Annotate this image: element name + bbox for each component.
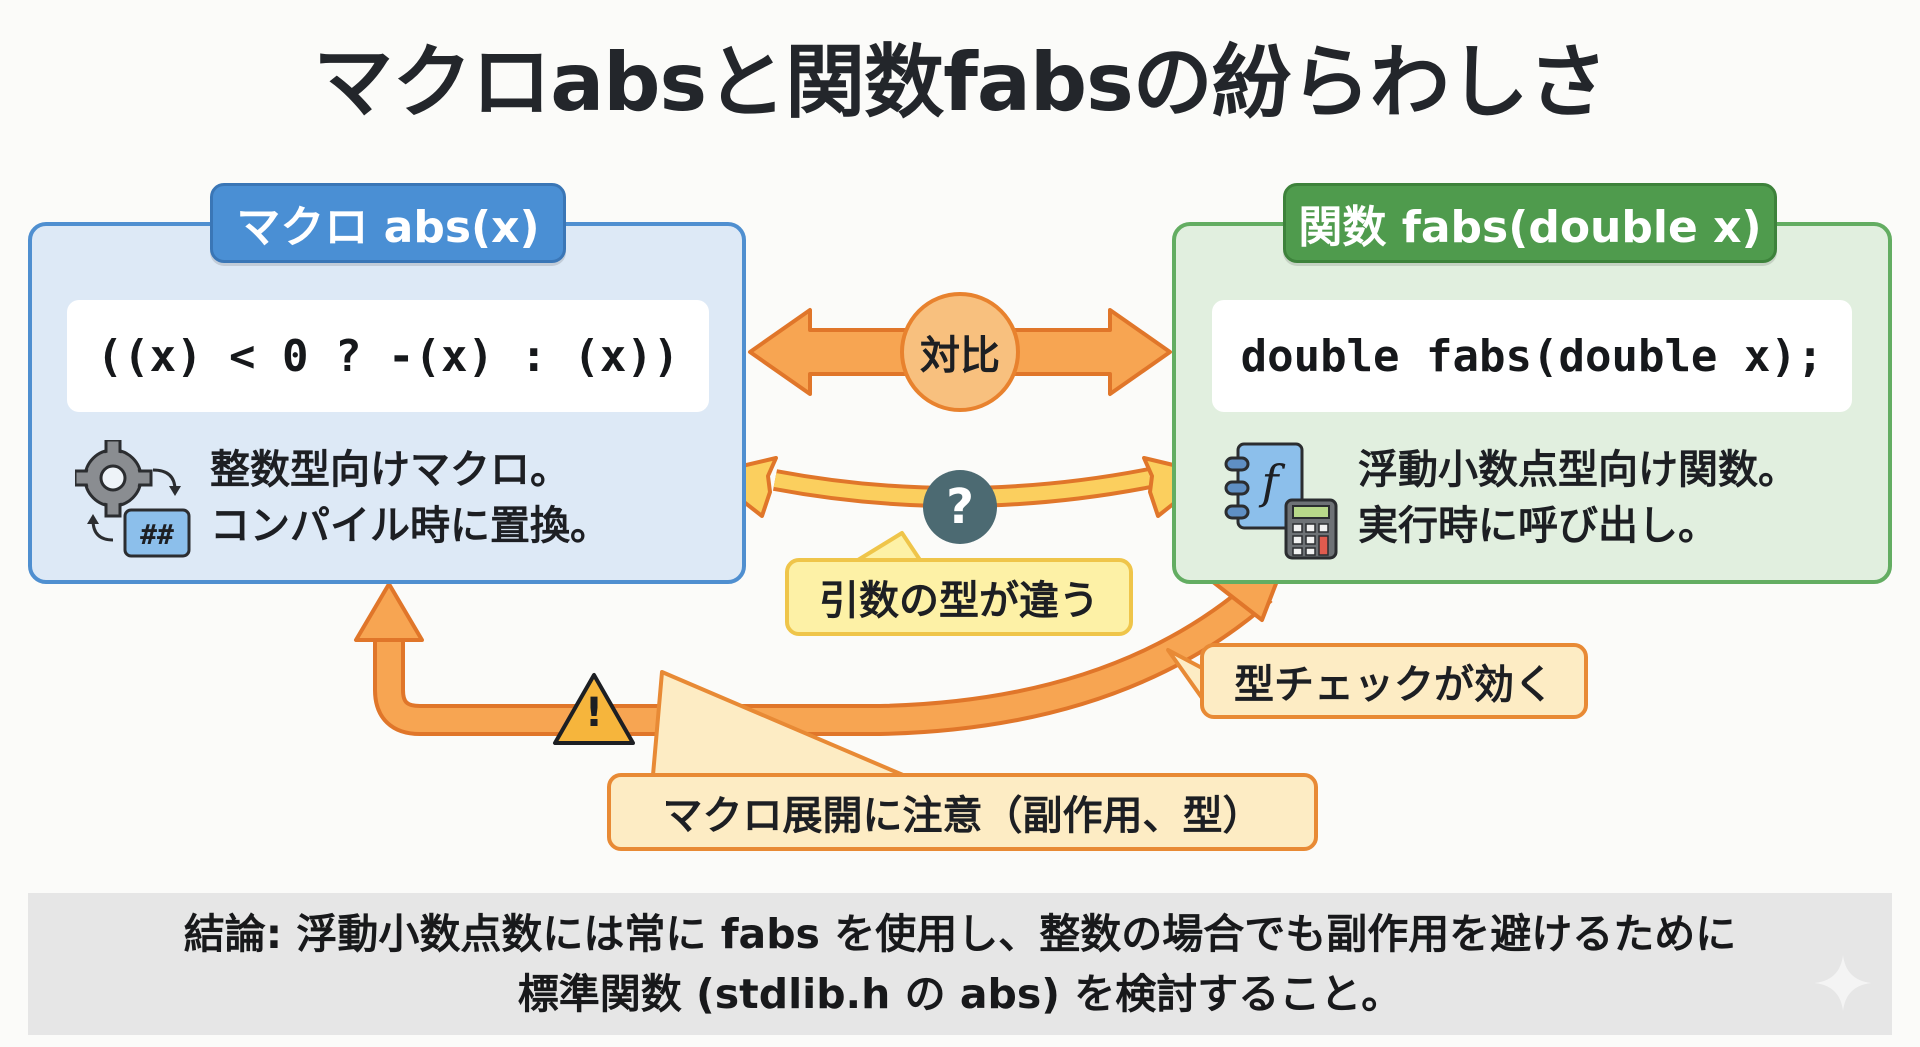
args-callout-pointer bbox=[856, 531, 922, 562]
contrast-badge: 対比 bbox=[900, 292, 1020, 412]
warning-glyph: ! bbox=[584, 690, 604, 736]
function-fabs-code: double fabs(double x); bbox=[1212, 300, 1852, 412]
function-fabs-header: 関数 fabs(double x) bbox=[1283, 183, 1777, 263]
fabs-desc-line2: 実行時に呼び出し。 bbox=[1358, 503, 1718, 549]
sparkle-icon bbox=[1815, 955, 1871, 1011]
macro-desc-line2: コンパイル時に置換。 bbox=[210, 503, 610, 549]
question-icon: ? bbox=[923, 470, 997, 544]
page-title: マクロabsと関数fabsの紛らわしさ bbox=[313, 36, 1608, 129]
hash-badge: ## bbox=[140, 518, 174, 551]
macro-abs-description: 整数型向けマクロ。 コンパイル時に置換。 bbox=[210, 442, 610, 554]
typecheck-callout-pointer bbox=[1166, 648, 1204, 700]
warning-icon bbox=[553, 673, 635, 745]
macro-warning-callout: マクロ展開に注意（副作用、型） bbox=[607, 773, 1318, 851]
conclusion-line2: 標準関数 (stdlib.h の abs) を検討すること。 bbox=[517, 970, 1403, 1018]
conclusion-line1: 結論: 浮動小数点数には常に fabs を使用し、整数の場合でも副作用を避けるた… bbox=[183, 910, 1737, 958]
conclusion-box: 結論: 浮動小数点数には常に fabs を使用し、整数の場合でも副作用を避けるた… bbox=[28, 893, 1892, 1035]
gear-replace-icon: ## bbox=[75, 440, 191, 558]
function-fabs-description: 浮動小数点型向け関数。 実行時に呼び出し。 bbox=[1358, 442, 1798, 554]
macro-desc-line1: 整数型向けマクロ。 bbox=[210, 447, 570, 493]
macro-abs-code: ((x) < 0 ? -(x) : (x)) bbox=[67, 300, 709, 412]
macro-abs-header: マクロ abs(x) bbox=[210, 183, 566, 263]
typecheck-callout: 型チェックが効く bbox=[1200, 643, 1588, 719]
function-calculator-icon: f bbox=[1224, 442, 1338, 560]
args-type-callout: 引数の型が違う bbox=[785, 558, 1133, 636]
flow-arrowhead-up bbox=[354, 582, 424, 642]
fabs-desc-line1: 浮動小数点型向け関数。 bbox=[1358, 447, 1798, 493]
